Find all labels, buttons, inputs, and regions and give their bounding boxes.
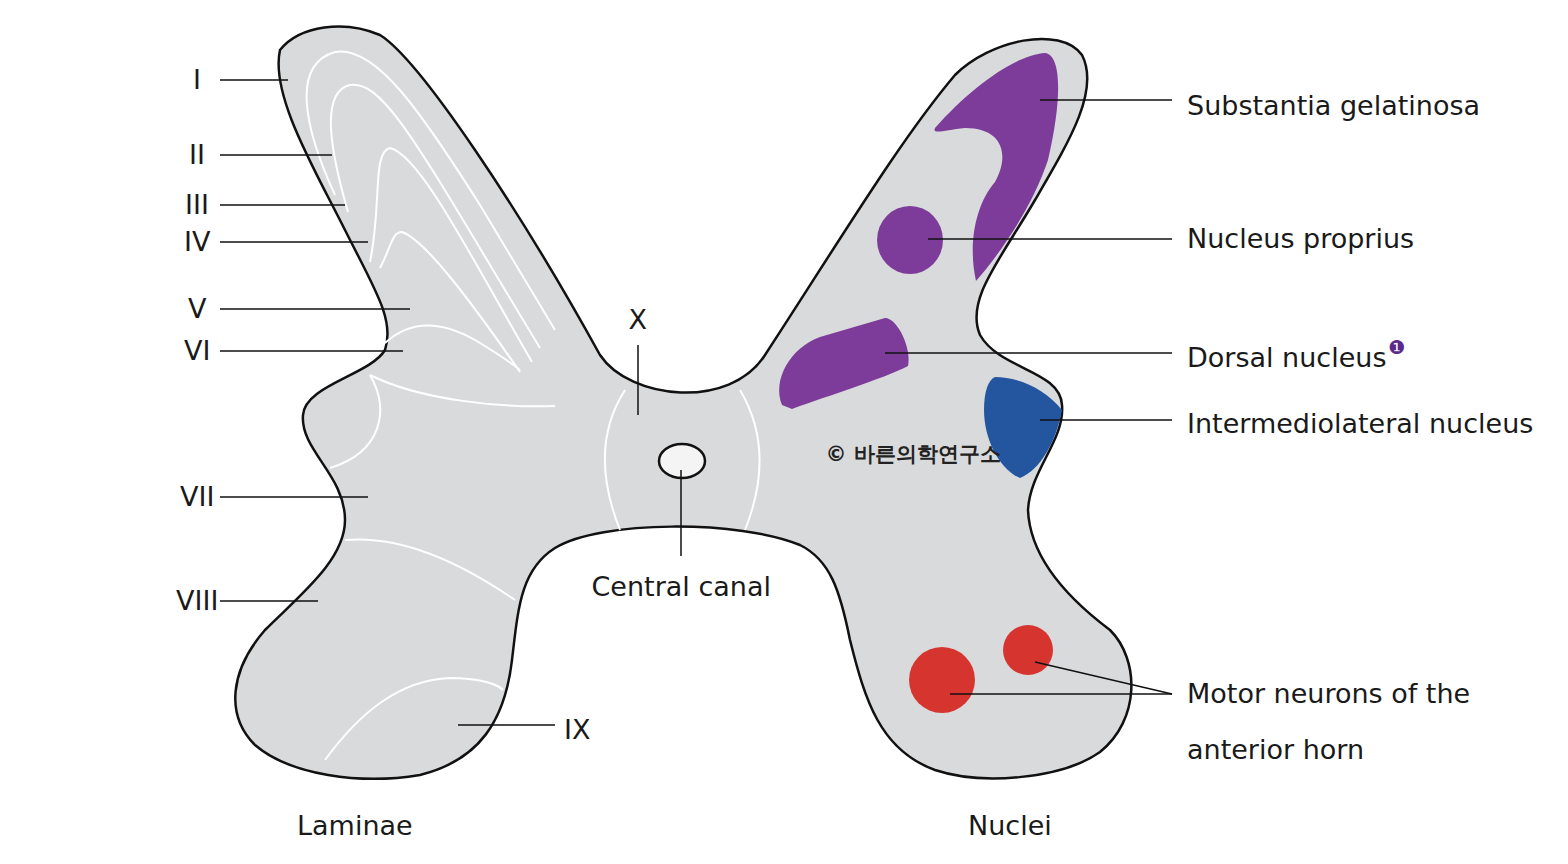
lamina-number: I: [193, 64, 201, 96]
nucleus-label: Substantia gelatinosa: [1187, 90, 1480, 122]
central-canal: [659, 444, 705, 478]
lamina-number: V: [188, 293, 206, 325]
callout-number: ❶: [1388, 336, 1405, 358]
lamina-number: IX: [564, 714, 590, 746]
nucleus-label: Nucleus proprius: [1187, 223, 1414, 255]
lamina-number: X: [629, 304, 648, 336]
dorsal-nucleus-shape: [779, 318, 908, 409]
gray-matter-outline: [235, 27, 1131, 779]
lamina-number: II: [189, 139, 205, 171]
motor-neuron-pool: [909, 647, 975, 713]
watermark: © 바른의학연구소: [826, 438, 1001, 470]
lamina-number: III: [185, 189, 209, 221]
lamina-number: VII: [180, 481, 214, 513]
leader-lines: [220, 80, 1172, 725]
nucleus-label: Intermediolateral nucleus: [1187, 408, 1533, 440]
nucleus-label: Motor neurons of the anterior horn: [1187, 666, 1507, 778]
column-heading: Nuclei: [968, 810, 1052, 842]
nucleus-label: Dorsal nucleus: [1187, 342, 1386, 374]
motor-neuron-pool: [1003, 625, 1053, 675]
nucleus-proprius-shape: [877, 206, 943, 274]
lamina-number: VIII: [176, 585, 218, 617]
column-heading: Laminae: [297, 810, 413, 842]
lamina-number: IV: [184, 226, 210, 258]
lamina-boundaries: [307, 51, 760, 760]
substantia-gelatinosa-shape: [935, 53, 1059, 281]
structure-label: Central canal: [592, 571, 771, 603]
lamina-number: VI: [184, 335, 210, 367]
